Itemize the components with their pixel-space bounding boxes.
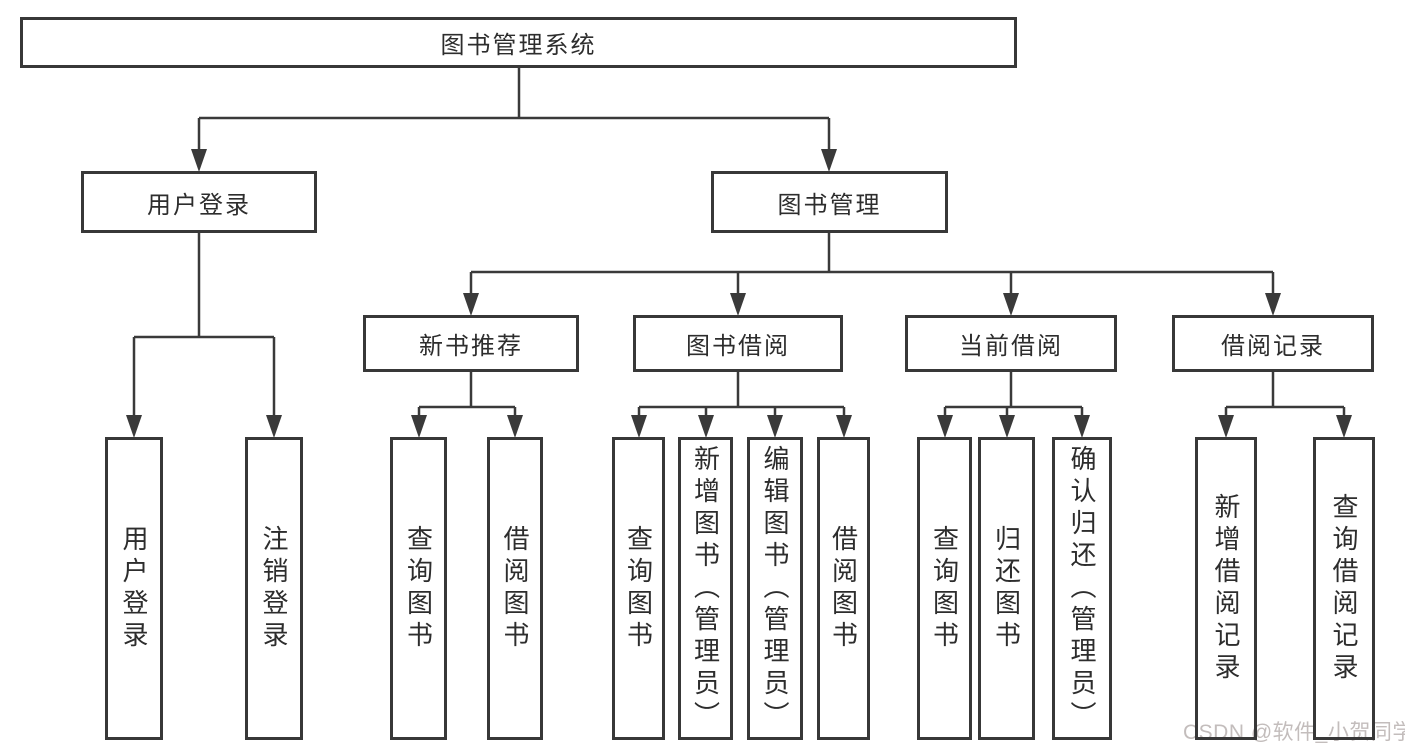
leaf-confirm-return-admin: 确认归还（管理员） [1052, 437, 1112, 740]
leaf-label: 注销登录 [259, 524, 289, 653]
leaf-query-books-recommend: 查询图书 [390, 437, 447, 740]
leaf-label: 用户登录 [119, 524, 149, 653]
leaf-query-borrow-record: 查询借阅记录 [1313, 437, 1375, 740]
leaf-label: 确认归还（管理员） [1067, 444, 1097, 733]
node-borrow-records: 借阅记录 [1172, 315, 1374, 372]
leaf-label: 查询图书 [929, 524, 960, 653]
leaf-label: 查询图书 [623, 524, 654, 653]
leaf-query-books-current: 查询图书 [917, 437, 972, 740]
leaf-borrow-books: 借阅图书 [817, 437, 870, 740]
leaf-label: 查询借阅记录 [1329, 492, 1359, 685]
leaf-add-books-admin: 新增图书（管理员） [678, 437, 733, 740]
node-current-borrow: 当前借阅 [905, 315, 1117, 372]
leaf-label: 归还图书 [991, 524, 1022, 653]
leaf-logout: 注销登录 [245, 437, 303, 740]
arrowheads [126, 149, 1352, 438]
leaf-label: 查询图书 [403, 524, 434, 653]
leaf-label: 新增图书（管理员） [690, 444, 721, 733]
node-book-borrow: 图书借阅 [633, 315, 843, 372]
leaf-label: 新增借阅记录 [1211, 492, 1241, 685]
leaf-user-login: 用户登录 [105, 437, 163, 740]
node-book-management: 图书管理 [711, 171, 948, 233]
leaf-label: 借阅图书 [828, 524, 859, 653]
leaf-label: 编辑图书（管理员） [760, 444, 790, 733]
leaf-edit-books-admin: 编辑图书（管理员） [747, 437, 803, 740]
node-new-book-recommend: 新书推荐 [363, 315, 579, 372]
leaf-query-books-borrow: 查询图书 [612, 437, 665, 740]
node-library-management-system: 图书管理系统 [20, 17, 1017, 68]
leaf-borrow-books-recommend: 借阅图书 [487, 437, 543, 740]
leaf-return-books: 归还图书 [978, 437, 1035, 740]
leaf-add-borrow-record: 新增借阅记录 [1195, 437, 1257, 740]
leaf-label: 借阅图书 [500, 524, 530, 653]
node-user-login: 用户登录 [81, 171, 317, 233]
